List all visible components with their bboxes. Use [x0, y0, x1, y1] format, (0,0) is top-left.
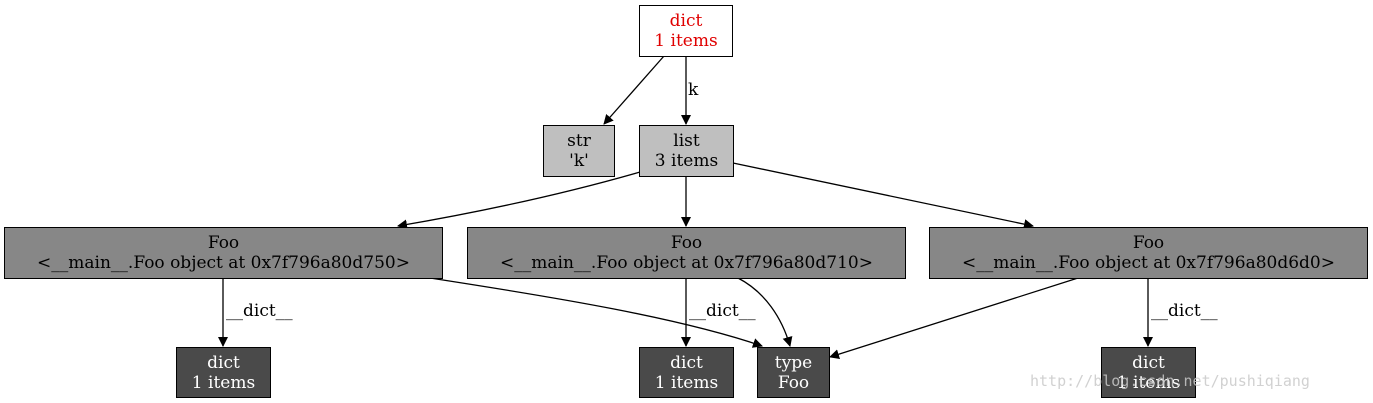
node-subtitle: 1 items — [654, 31, 718, 51]
edge-list-foo3 — [732, 162, 1034, 230]
node-title: list — [673, 131, 700, 151]
node-subtitle: 'k' — [569, 151, 589, 171]
edge-foo1-type — [429, 277, 763, 348]
node-title: dict — [1132, 352, 1165, 373]
node-title: Foo — [207, 233, 240, 253]
node-foo-3: Foo <__main__.Foo object at 0x7f796a80d6… — [929, 227, 1368, 279]
edge-foo2-type — [737, 277, 793, 347]
edge-label-dict-2: __dict__ — [689, 301, 756, 321]
node-title: dict — [207, 352, 240, 373]
edge-label-k: k — [688, 80, 699, 100]
node-subtitle: <__main__.Foo object at 0x7f796a80d750> — [37, 253, 410, 273]
node-type-foo: type Foo — [757, 347, 830, 398]
edge-root-str — [603, 55, 665, 125]
edge-label-dict-3: __dict__ — [1151, 301, 1218, 321]
node-foo-1: Foo <__main__.Foo object at 0x7f796a80d7… — [4, 227, 443, 279]
node-subtitle: 1 items — [654, 372, 719, 393]
node-title: str — [567, 131, 591, 151]
node-dict-2: dict 1 items — [639, 347, 734, 398]
node-dict-3: dict 1 items — [1101, 347, 1196, 398]
node-subtitle: <__main__.Foo object at 0x7f796a80d710> — [500, 253, 873, 273]
edge-foo3-type — [829, 277, 1079, 360]
node-title: Foo — [1132, 233, 1165, 253]
node-list: list 3 items — [639, 125, 734, 177]
node-subtitle: 1 items — [1116, 372, 1181, 393]
edge-label-dict-1: __dict__ — [226, 301, 293, 321]
node-subtitle: <__main__.Foo object at 0x7f796a80d6d0> — [962, 253, 1335, 273]
edge-list-foo1 — [397, 171, 641, 230]
node-str: str 'k' — [543, 125, 615, 177]
node-subtitle: Foo — [777, 372, 810, 393]
node-root-dict: dict 1 items — [639, 5, 733, 57]
watermark-url: http://blog.csdn.net/pushiqiang — [1030, 372, 1310, 390]
node-subtitle: 1 items — [191, 372, 256, 393]
node-dict-1: dict 1 items — [176, 347, 271, 398]
node-title: dict — [669, 11, 703, 31]
node-foo-2: Foo <__main__.Foo object at 0x7f796a80d7… — [467, 227, 906, 279]
node-title: dict — [670, 352, 703, 373]
node-subtitle: 3 items — [654, 151, 719, 171]
node-title: type — [774, 352, 813, 373]
node-title: Foo — [670, 233, 703, 253]
